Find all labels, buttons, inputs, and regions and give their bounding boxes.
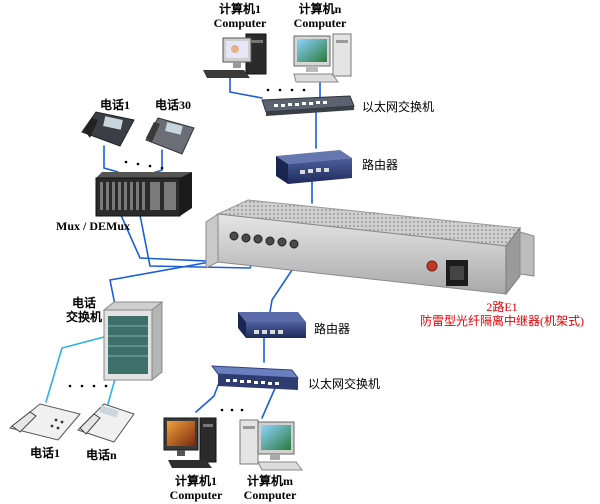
cable-switch-pc1 [195, 379, 221, 413]
pbx-label-line2: 交换机 [65, 310, 102, 324]
bottom-dots [220, 408, 244, 412]
cable-phone30-mux [149, 149, 163, 175]
top-pcn-icon [293, 33, 352, 83]
bottom-pcm-en: Computer [243, 488, 297, 502]
top-pc1-en: Computer [213, 16, 267, 30]
top-pcn-label: 计算机n Computer [292, 2, 348, 30]
bottom-pc1-icon [163, 417, 217, 468]
device-label: 2路E1 防雷型光纤隔离中继器(机架式) [412, 300, 592, 328]
desk-phone1-icon [8, 403, 81, 441]
fiber-repeater-device [205, 199, 535, 296]
top-router-label: 路由器 [362, 158, 399, 172]
bottom-switch-icon [210, 365, 300, 390]
top-router-icon [276, 150, 352, 184]
cable-pc1-switch [229, 77, 263, 99]
cable-pbx-phone1 [45, 335, 109, 403]
top-switch-icon [261, 95, 355, 116]
bottom-router-icon [238, 312, 306, 338]
bottom-pcm-label: 计算机m Computer [238, 474, 302, 502]
phone1-icon [81, 111, 135, 147]
pbx-label-line1: 电话 [71, 296, 96, 310]
pbx-icon [102, 300, 164, 382]
device-label-line1: 2路E1 [486, 300, 518, 314]
top-pc1-label: 计算机1 Computer [212, 2, 268, 30]
desk-phonen-icon [77, 403, 135, 443]
bottom-pcm-icon [239, 419, 303, 471]
device-label-line2: 防雷型光纤隔离中继器(机架式) [420, 314, 584, 328]
top-pc1-icon [203, 33, 267, 78]
mux-icon [95, 172, 192, 217]
phone30-icon [145, 117, 195, 155]
bottom-pc1-name: 计算机1 [174, 474, 217, 488]
top-pcn-en: Computer [293, 16, 347, 30]
bottom-pc1-en: Computer [169, 488, 223, 502]
bottom-pcm-name: 计算机m [247, 474, 293, 488]
bottom-router-label: 路由器 [314, 322, 351, 336]
cable-phone1-mux [103, 145, 119, 173]
bottom-phone1-label: 电话1 [30, 446, 61, 460]
top-pcn-name: 计算机n [298, 2, 342, 16]
phone-dots [124, 160, 164, 170]
phone1-label: 电话1 [100, 98, 131, 112]
pbx-label: 电话 交换机 [64, 296, 104, 324]
top-dots [266, 88, 306, 92]
top-switch-label: 以太网交换机 [362, 100, 435, 114]
desk-phone-dots [68, 384, 108, 388]
bottom-pc1-label: 计算机1 Computer [166, 474, 226, 502]
mux-label: Mux / DEMux [56, 219, 131, 233]
phone30-label: 电话30 [155, 98, 192, 112]
cable-switch-pcm [261, 385, 277, 419]
bottom-switch-label: 以太网交换机 [308, 377, 381, 391]
bottom-phonen-label: 电话n [86, 448, 117, 462]
top-pc1-name: 计算机1 [218, 2, 261, 16]
